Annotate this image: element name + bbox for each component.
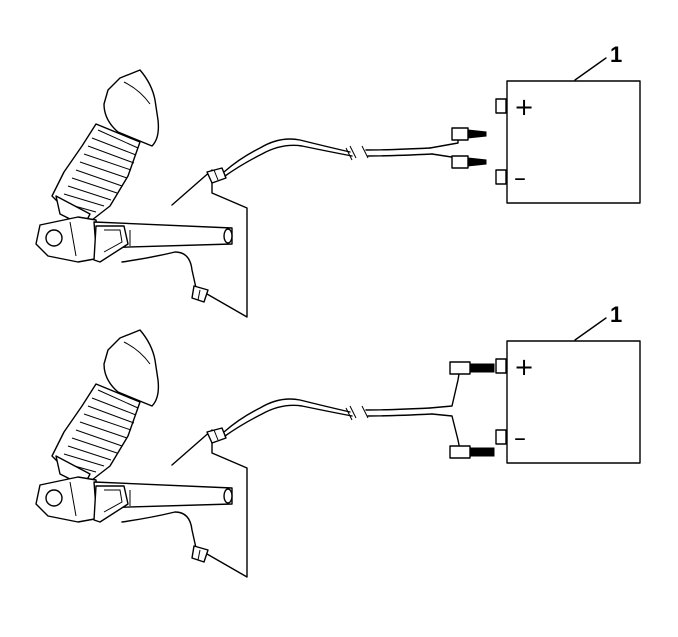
test-clips-bottom — [429, 361, 495, 459]
callout-number: 1 — [610, 302, 622, 327]
callout-number: 1 — [610, 42, 622, 67]
minus-symbol: – — [514, 164, 526, 192]
minus-symbol: – — [514, 424, 526, 452]
assembly-bottom — [35, 317, 641, 578]
panel-bottom: 1 + – — [35, 302, 641, 578]
plus-symbol: + — [514, 93, 534, 121]
test-clips-top — [429, 127, 487, 169]
assembly-top — [35, 57, 641, 318]
panel-top: 1 + – — [35, 42, 641, 318]
plus-symbol: + — [514, 353, 534, 381]
